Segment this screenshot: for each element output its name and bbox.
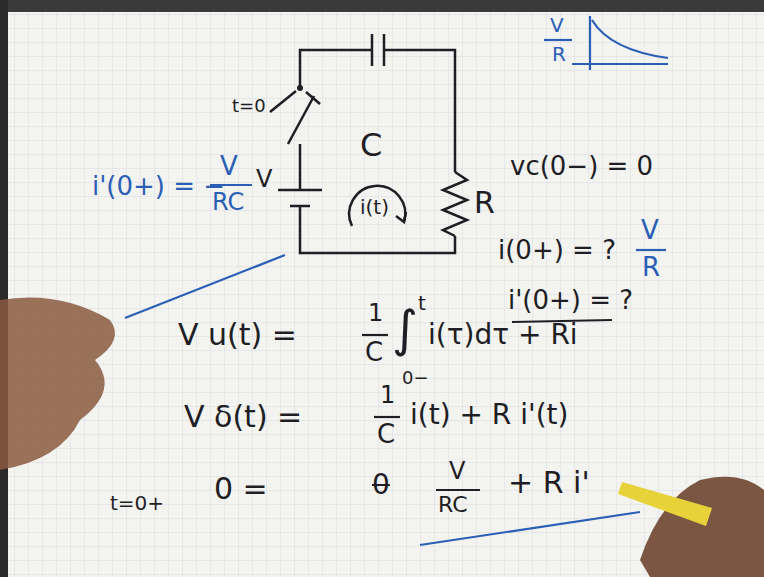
equation: vc(0−) = 0 <box>510 152 653 181</box>
equation: i'(0+) = − <box>92 172 225 201</box>
integral-limit: 0− <box>402 368 429 388</box>
switch-time: t=0 <box>232 96 266 116</box>
loop-arrow <box>349 186 405 226</box>
fraction-part: 1 <box>380 382 395 408</box>
source-name: V <box>256 166 272 192</box>
switch-symbol <box>288 96 314 144</box>
equation: i(0+) = ? <box>498 236 616 265</box>
fraction-part: 1 <box>368 300 383 326</box>
decay-graph <box>572 16 668 70</box>
capacitor-symbol <box>371 34 374 66</box>
rc-circuit <box>270 34 467 253</box>
time-note: t=0+ <box>110 492 164 514</box>
integral-limit: t <box>418 292 426 314</box>
hand <box>640 477 764 577</box>
board-frame <box>0 0 764 12</box>
equation: + R i' <box>508 466 590 499</box>
fraction-part: R <box>552 43 566 65</box>
fraction-part: V <box>449 458 465 484</box>
equation: 0 = <box>214 472 268 505</box>
fraction-part: C <box>377 420 395 449</box>
fraction-part: RC <box>438 493 468 517</box>
fraction-part: V <box>550 14 564 36</box>
struck-term: 0 <box>372 470 390 501</box>
current-name: i(t) <box>360 196 389 218</box>
resistor-symbol <box>443 172 467 236</box>
integral-sign: ∫ <box>392 302 418 357</box>
fraction-part: C <box>365 338 383 367</box>
hand <box>0 298 115 471</box>
battery-symbol <box>278 189 322 192</box>
fraction-part: V <box>220 152 238 181</box>
marker <box>618 482 712 526</box>
equation: i'(0+) = ? <box>508 286 633 315</box>
equation: V δ(t) = <box>184 400 302 433</box>
component-name: C <box>360 128 382 163</box>
component-name: R <box>474 186 495 219</box>
fraction-part: RC <box>212 189 244 215</box>
equation: i(τ)dτ + Ri <box>428 320 578 351</box>
fraction-part: R <box>642 253 660 282</box>
equation: V u(t) = <box>178 318 297 351</box>
fraction-part: V <box>641 216 659 245</box>
board-frame <box>0 0 8 577</box>
equation: i(t) + R i'(t) <box>410 400 569 431</box>
